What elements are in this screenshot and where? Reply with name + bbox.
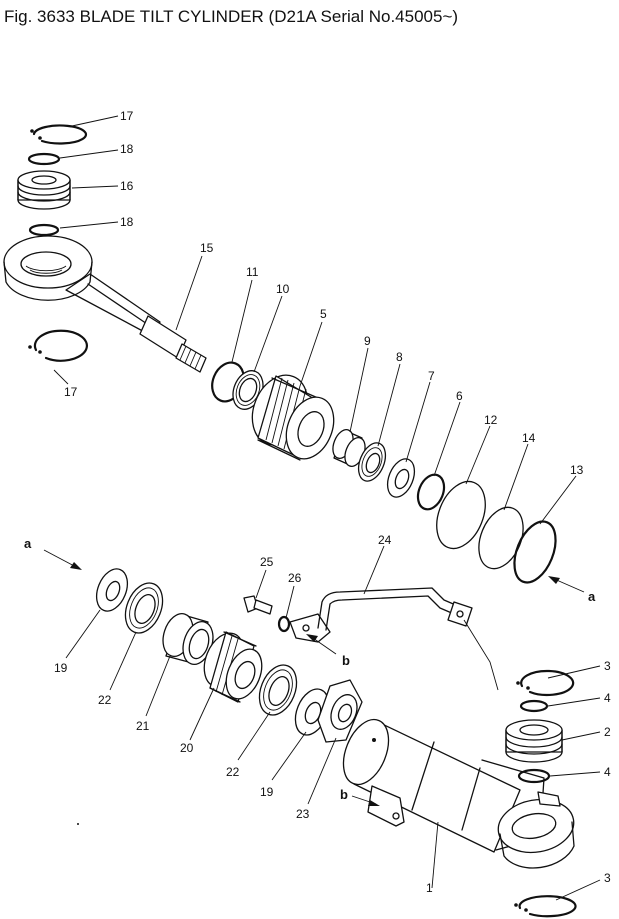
callout-13: 13 xyxy=(570,463,584,477)
part-17-snap-ring-bottom xyxy=(28,329,88,362)
part-7-ring xyxy=(386,458,416,498)
leader-lines xyxy=(53,115,601,901)
part-18-o-ring-top xyxy=(27,152,61,166)
part-22-bearing-left xyxy=(124,582,164,634)
part-24-pipe xyxy=(289,587,473,643)
part-8-wear-ring xyxy=(357,442,387,482)
part-3-snap-ring-upper xyxy=(516,669,575,697)
callout-23: 23 xyxy=(296,807,310,821)
callout-18-top: 18 xyxy=(120,142,134,156)
figure-title: Fig. 3633 BLADE TILT CYLINDER (D21A Seri… xyxy=(4,7,458,26)
part-19-washer-left xyxy=(95,568,129,612)
part-4-o-ring-lower xyxy=(517,768,551,784)
callout-15: 15 xyxy=(200,241,214,255)
part-4-o-ring-upper xyxy=(519,699,549,713)
ref-arrow-b-mid xyxy=(306,634,337,655)
ref-label-b-low: b xyxy=(340,787,348,802)
callout-19-left: 19 xyxy=(54,661,68,675)
callout-4-upper: 4 xyxy=(604,691,611,705)
ref-label-b-mid: b xyxy=(342,653,350,668)
ref-arrow-b-low xyxy=(351,795,380,806)
part-25-bolt xyxy=(243,595,273,615)
callout-3-upper: 3 xyxy=(604,659,611,673)
callout-2: 2 xyxy=(604,725,611,739)
callout-4-lower: 4 xyxy=(604,765,611,779)
stray-dot xyxy=(77,823,79,825)
callout-1: 1 xyxy=(426,881,433,895)
callout-6: 6 xyxy=(456,389,463,403)
part-16-bushing xyxy=(17,170,71,210)
part-20-rod-cover xyxy=(203,631,263,703)
callout-3-lower: 3 xyxy=(604,871,611,885)
callout-24: 24 xyxy=(378,533,392,547)
ref-arrow-a-right xyxy=(548,576,585,593)
ref-label-a-right: a xyxy=(588,589,596,604)
callout-5: 5 xyxy=(320,307,327,321)
callout-17-top: 17 xyxy=(120,109,134,123)
callout-19-right: 19 xyxy=(260,785,274,799)
callout-11: 11 xyxy=(246,265,259,279)
callout-22-right: 22 xyxy=(226,765,240,779)
callout-22-left: 22 xyxy=(98,693,112,707)
callout-18-lower: 18 xyxy=(120,215,134,229)
part-17-snap-ring-top xyxy=(30,124,88,145)
callout-21: 21 xyxy=(136,719,150,733)
callout-12: 12 xyxy=(484,413,498,427)
ref-label-a-left: a xyxy=(24,536,32,551)
callout-14: 14 xyxy=(522,431,536,445)
callout-numbers: 17 18 16 18 15 17 11 10 5 9 8 7 6 12 14 … xyxy=(54,109,611,895)
part-12-ring xyxy=(436,480,486,550)
part-1-cylinder-tube xyxy=(342,718,575,869)
part-5-piston xyxy=(251,374,335,461)
part-6-snap-ring xyxy=(416,473,446,511)
part-21-bushing xyxy=(162,612,214,666)
callout-26: 26 xyxy=(288,571,302,585)
callout-20: 20 xyxy=(180,741,194,755)
ref-arrow-a-left xyxy=(43,549,82,570)
part-22-bearing-right xyxy=(258,664,298,716)
part-18-o-ring-lower xyxy=(28,223,60,237)
callout-17-bottom: 17 xyxy=(64,385,78,399)
part-2-bushing xyxy=(505,719,563,763)
part-23-nut xyxy=(317,679,363,743)
part-14-backup-ring xyxy=(478,506,524,570)
callout-10: 10 xyxy=(276,282,290,296)
callout-7: 7 xyxy=(428,369,435,383)
callout-16: 16 xyxy=(120,179,134,193)
callout-8: 8 xyxy=(396,350,403,364)
part-26-washer xyxy=(277,615,291,633)
part-13-o-ring xyxy=(513,520,557,584)
callout-9: 9 xyxy=(364,334,371,348)
part-3-snap-ring-lower xyxy=(514,895,577,918)
callout-25: 25 xyxy=(260,555,274,569)
part-15-piston-rod xyxy=(3,235,207,373)
